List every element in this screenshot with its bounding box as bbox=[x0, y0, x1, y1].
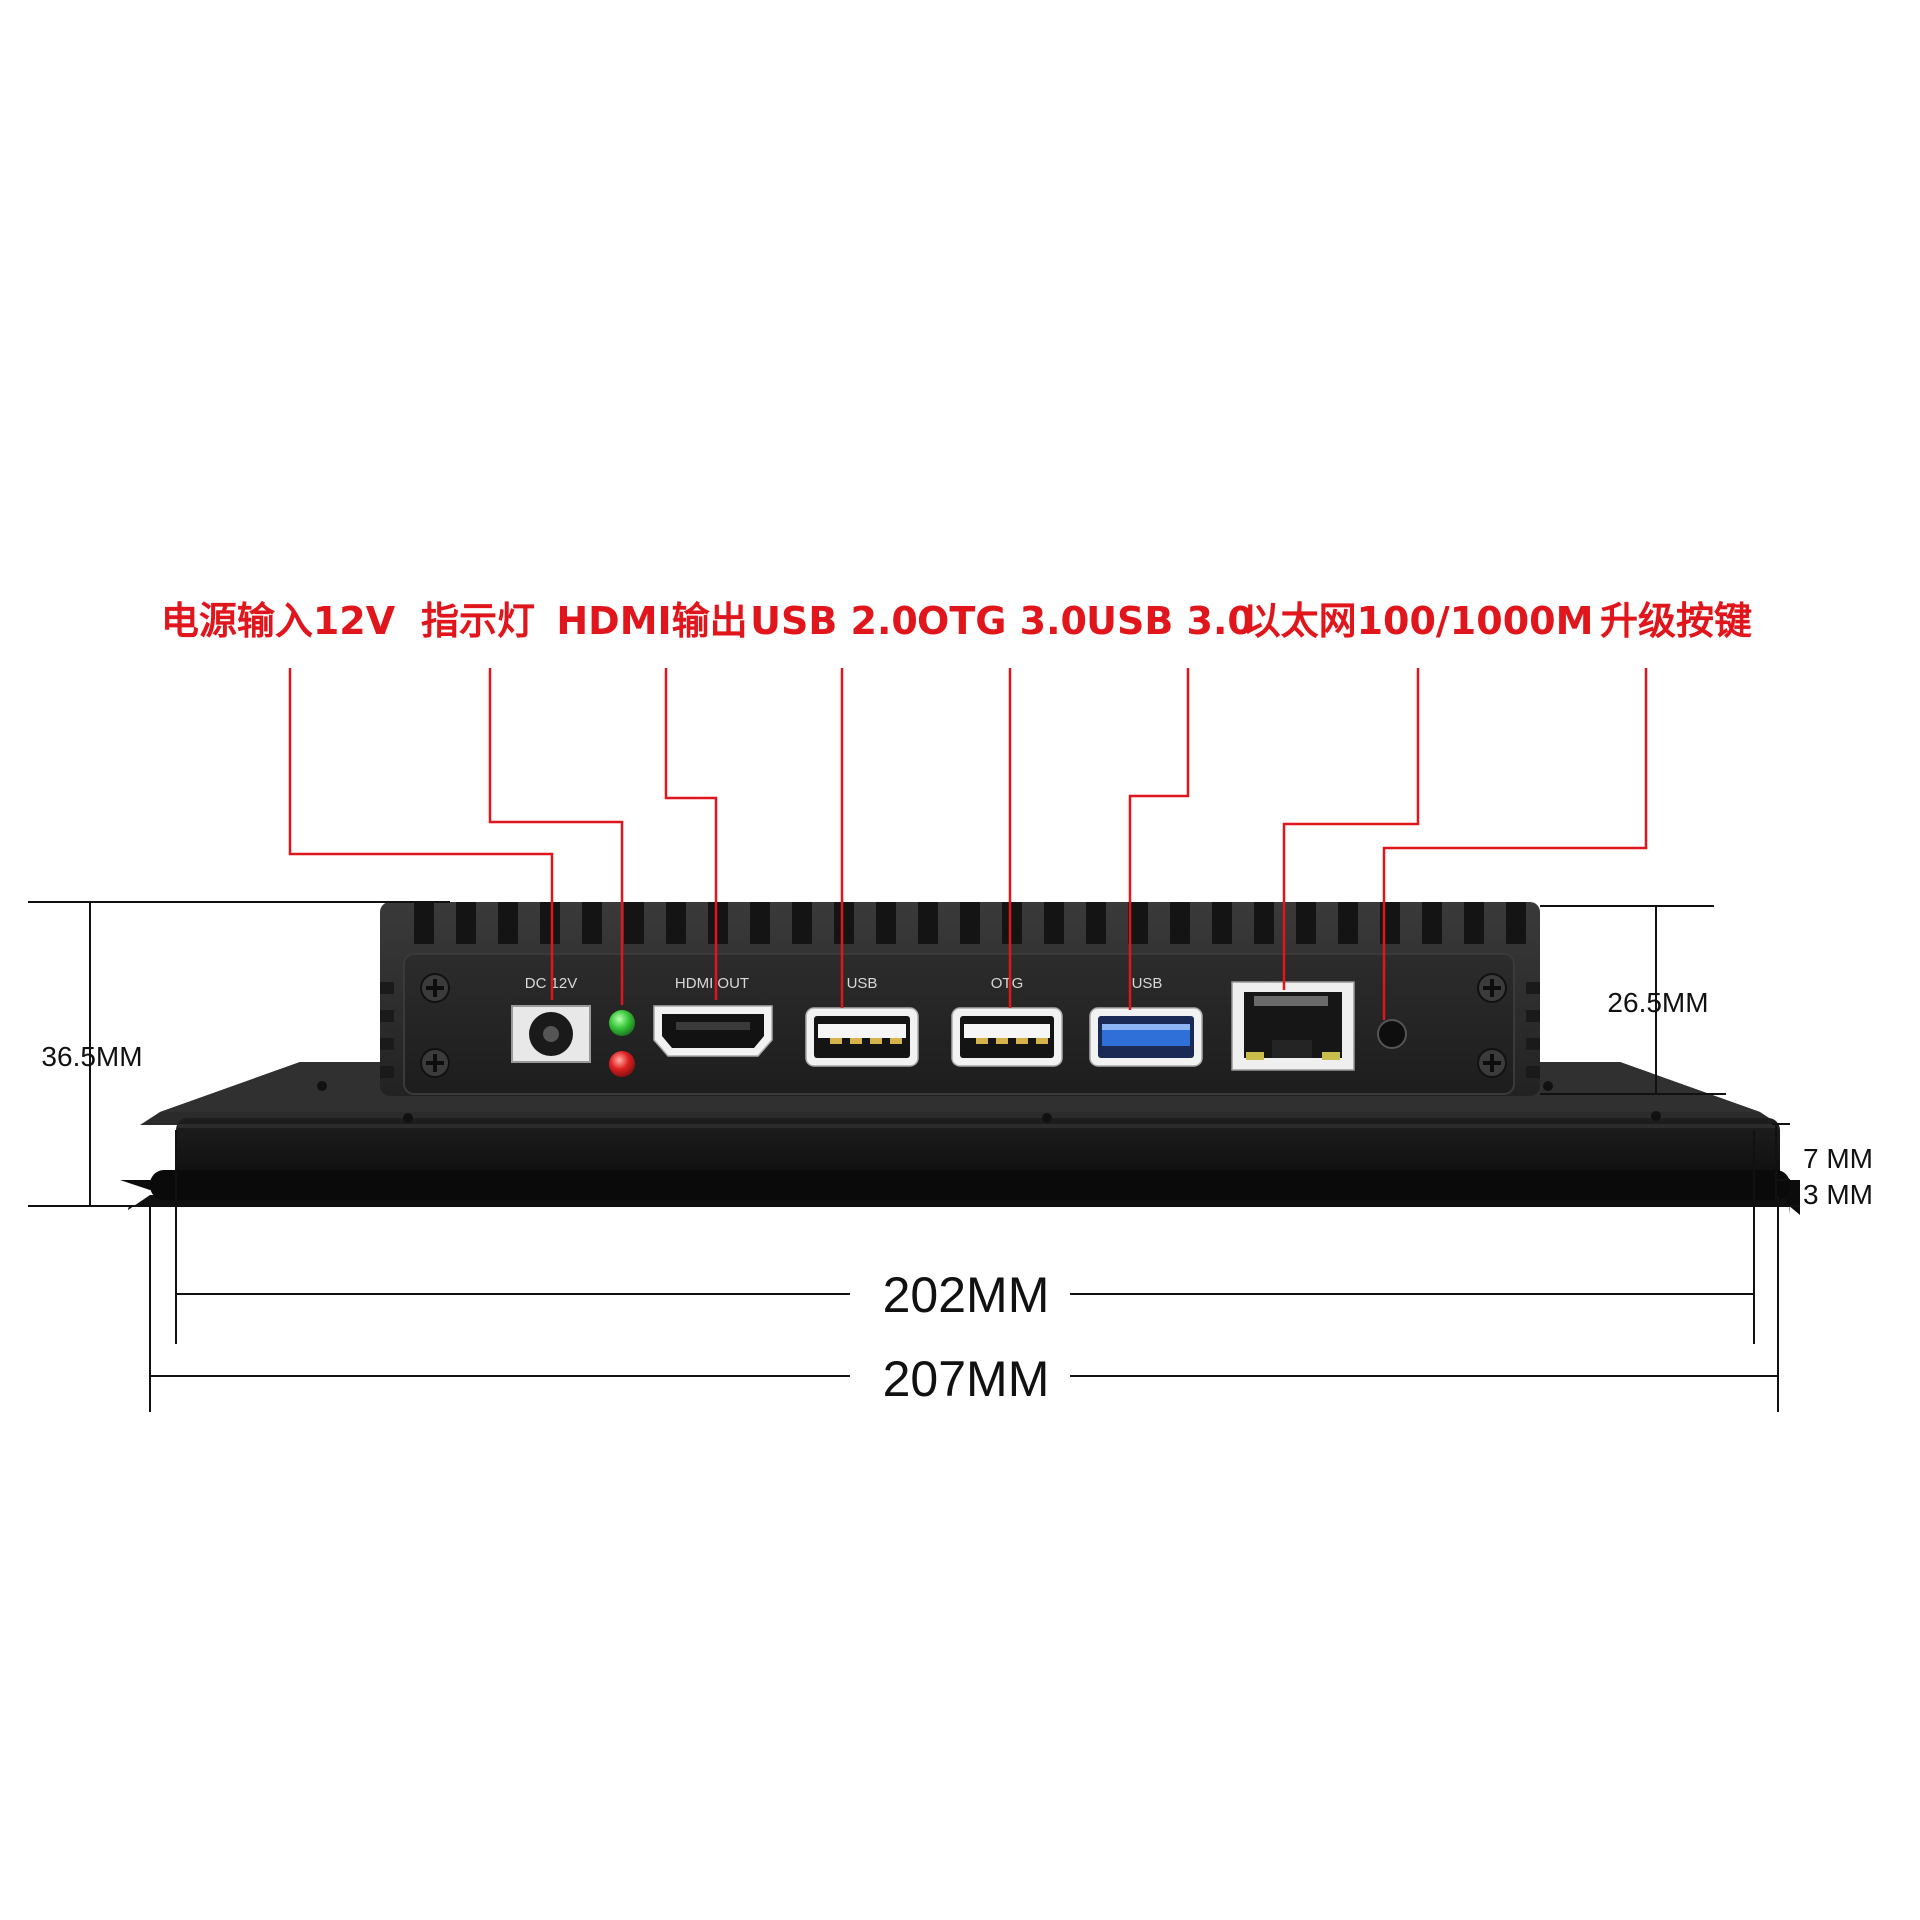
heatsink-fin-gap bbox=[918, 902, 938, 944]
heatsink-fin-gap bbox=[1338, 902, 1358, 944]
heatsink-fin-gap bbox=[792, 902, 812, 944]
port-label-hdmi: HDMI OUT bbox=[675, 975, 749, 992]
callout-otg: OTG 3.0 bbox=[917, 599, 1087, 643]
heatsink-fin-gap bbox=[876, 902, 896, 944]
dim-panel-depth: 7 MM bbox=[1803, 1143, 1873, 1174]
screw-icon bbox=[420, 1048, 450, 1078]
heatsink-fin-gap bbox=[1296, 902, 1316, 944]
heatsink-fin-gap bbox=[1086, 902, 1106, 944]
port-label-usb-b: USB bbox=[1132, 975, 1163, 992]
heatsink-fin-gap bbox=[1212, 902, 1232, 944]
callout-lines bbox=[288, 668, 1648, 1020]
heatsink-fin-gap bbox=[834, 902, 854, 944]
heatsink-fin-gap bbox=[582, 902, 602, 944]
dim-outer-width: 207MM bbox=[883, 1351, 1050, 1407]
callout-indicator: 指示灯 bbox=[421, 599, 535, 643]
callout-hdmi: HDMI输出 bbox=[556, 599, 747, 643]
screw-icon bbox=[1477, 973, 1507, 1003]
screw-icon bbox=[1477, 1048, 1507, 1078]
usb-port-icon bbox=[805, 1007, 919, 1067]
led-icon bbox=[609, 1051, 635, 1077]
heatsink-fin-gap bbox=[1170, 902, 1190, 944]
heatsink-fin-gap bbox=[456, 902, 476, 944]
heatsink-fin-gap bbox=[1002, 902, 1022, 944]
dc-jack-icon bbox=[511, 1005, 591, 1063]
callout-power: 电源输入12V bbox=[161, 599, 396, 643]
heatsink-fin-gap bbox=[414, 902, 434, 944]
heatsink-fin-gap bbox=[750, 902, 770, 944]
button-icon bbox=[1377, 1019, 1407, 1049]
heatsink-fin-gap bbox=[1044, 902, 1064, 944]
heatsink-fin-gap bbox=[960, 902, 980, 944]
usb-port-icon bbox=[951, 1007, 1063, 1067]
heatsink-fin-gap bbox=[498, 902, 518, 944]
callout-labels: 电源输入12V 指示灯 HDMI输出 USB 2.0 OTG 3.0 USB 3… bbox=[161, 599, 1752, 643]
port-label-usb-a: USB bbox=[847, 975, 878, 992]
heatsink-fin-gap bbox=[1464, 902, 1484, 944]
heatsink-fin-gap bbox=[1128, 902, 1148, 944]
callout-ethernet: 以太网100/1000M bbox=[1243, 599, 1594, 643]
heatsink-fin-gap bbox=[540, 902, 560, 944]
heatsink-fin-gap bbox=[1506, 902, 1526, 944]
callout-usb3: USB 3.0 bbox=[1086, 599, 1254, 643]
heatsink-fin-gap bbox=[708, 902, 728, 944]
callout-upgrade: 升级按键 bbox=[1600, 599, 1752, 643]
dimension-lines bbox=[28, 901, 1800, 1412]
dim-bezel-depth: 3 MM bbox=[1803, 1179, 1873, 1210]
hdmi-port-icon bbox=[653, 1005, 773, 1057]
led-icon bbox=[609, 1010, 635, 1036]
usb-port-icon bbox=[1089, 1007, 1203, 1067]
dim-chassis-height: 26.5MM bbox=[1607, 987, 1708, 1018]
chassis bbox=[380, 902, 1540, 1096]
dim-inner-width: 202MM bbox=[883, 1267, 1050, 1323]
rj45-port-icon bbox=[1231, 981, 1355, 1071]
dim-total-height: 36.5MM bbox=[41, 1041, 142, 1072]
heatsink-fin-gap bbox=[1422, 902, 1442, 944]
heatsink-fin-gap bbox=[624, 902, 644, 944]
screw-icon bbox=[420, 973, 450, 1003]
heatsink-fin-gap bbox=[666, 902, 686, 944]
heatsink-fins bbox=[414, 902, 1526, 944]
port-label-otg: OTG bbox=[991, 975, 1024, 992]
heatsink-fin-gap bbox=[1254, 902, 1274, 944]
callout-usb2: USB 2.0 bbox=[750, 599, 918, 643]
